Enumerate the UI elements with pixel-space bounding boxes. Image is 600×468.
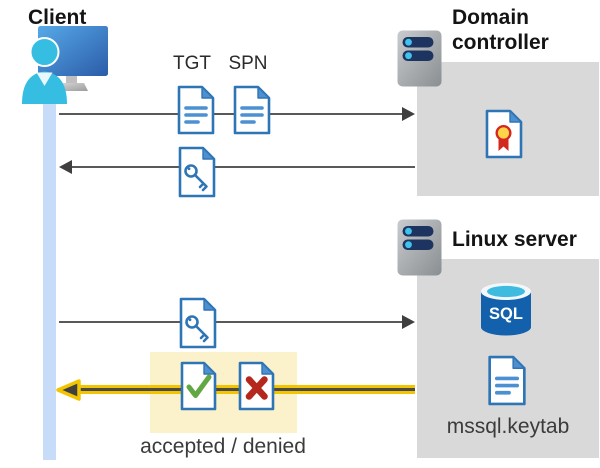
arrow-line xyxy=(59,321,404,323)
linux-server-icon xyxy=(397,219,442,276)
keytab-label: mssql.keytab xyxy=(446,415,570,438)
tgt-document-icon xyxy=(177,85,215,135)
keytab-document-icon xyxy=(488,355,526,406)
certificate-document-icon xyxy=(485,109,523,159)
accepted-document-icon xyxy=(180,361,217,411)
spn-label: SPN xyxy=(228,53,268,74)
arrow-line xyxy=(72,166,415,168)
tgt-label: TGT xyxy=(173,53,211,74)
arrowhead-right-icon xyxy=(402,315,415,329)
domain-controller-server-icon xyxy=(397,30,442,87)
arrowhead-left-icon xyxy=(56,379,81,401)
key-document-icon xyxy=(178,146,216,198)
denied-document-icon xyxy=(238,361,275,411)
spn-document-icon xyxy=(233,85,271,135)
linux-server-label: Linux server xyxy=(452,228,577,251)
result-label: accepted / denied xyxy=(140,435,306,458)
sql-badge-text: SQL xyxy=(489,305,523,323)
monitor-user-icon xyxy=(22,26,108,104)
client-label: Client xyxy=(28,6,87,29)
arrowhead-right-icon xyxy=(402,107,415,121)
domain-controller-label: Domain controller xyxy=(452,6,549,54)
arrowhead-left-icon xyxy=(59,160,72,174)
arrow-line xyxy=(59,113,404,115)
sql-database-icon: SQL xyxy=(481,283,531,336)
key-document-icon xyxy=(179,297,217,349)
client-timeline-bar xyxy=(43,82,56,460)
